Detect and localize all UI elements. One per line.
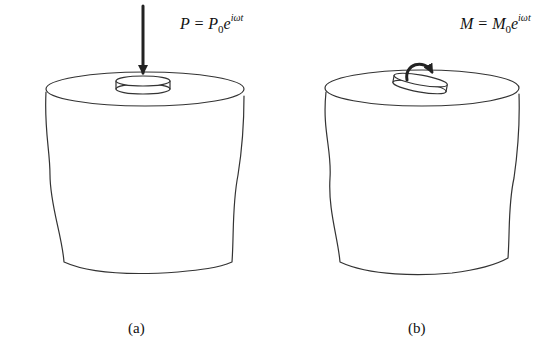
label-text: (a)	[128, 320, 145, 336]
label-text: M = M	[460, 15, 505, 32]
label-text: 0	[505, 23, 511, 35]
label-text: (b)	[408, 320, 426, 336]
label-text: P = P	[180, 15, 218, 32]
body-b-top	[325, 70, 519, 106]
label-text: e	[224, 15, 231, 32]
moment-label: M = M0eiωt	[460, 8, 531, 39]
label-text: iωt	[231, 12, 244, 23]
subfigure-caption: (a)	[128, 318, 145, 338]
force-label: P = P0eiωt	[180, 8, 243, 39]
disk-b-top	[393, 70, 448, 89]
disk-a-top	[116, 76, 170, 86]
subfigure-caption: (b)	[408, 318, 426, 338]
label-text: 0	[218, 23, 224, 35]
body-a-top	[46, 72, 244, 106]
moment-arrow	[407, 64, 432, 80]
label-text: iωt	[518, 12, 531, 23]
body-b-side	[325, 92, 519, 275]
label-text: e	[511, 15, 518, 32]
body-a-side	[46, 92, 244, 273]
force-arrow	[142, 6, 145, 73]
